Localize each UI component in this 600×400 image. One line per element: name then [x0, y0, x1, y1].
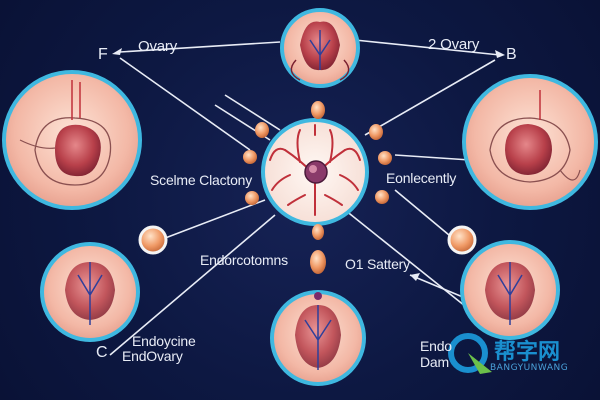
label-bottom-right-line1: Endo: [420, 338, 452, 354]
label-top-right-letter: B: [506, 46, 517, 63]
ovary-circle-bottom-center: [270, 290, 366, 386]
label-bottom-left-letter: C: [96, 344, 108, 361]
connector-line: [364, 59, 496, 136]
label-center-left: Scelme Clactony: [150, 172, 253, 188]
connector-lines: [109, 39, 501, 356]
label-center-right: Eonlecently: [386, 170, 457, 186]
connector-line: [409, 274, 471, 301]
arrow-icon: [112, 48, 122, 55]
ovary-circle-top: [280, 8, 360, 88]
node: [312, 224, 324, 240]
label-top-left-letter: F: [98, 46, 108, 63]
label-lower-right: O1 Sattery: [345, 256, 410, 272]
connector-line: [119, 41, 281, 53]
label-top-right-ovary: 2 Ovary: [428, 36, 480, 53]
connector-nodes: [138, 101, 477, 274]
ovary-circle-right: [462, 74, 598, 210]
node: [138, 225, 168, 255]
arrow-icon: [495, 50, 505, 58]
connector-line: [109, 214, 276, 356]
ovary-circle-bottom-right: [460, 240, 560, 340]
label-bottom-left-line1: Endoycine: [132, 333, 196, 349]
connector-line: [354, 39, 501, 56]
node: [375, 190, 389, 204]
watermark-latin-text: BANGYUNWANG: [490, 363, 569, 373]
node: [255, 122, 269, 138]
connector-line: [394, 189, 456, 241]
node: [369, 124, 383, 140]
connector-line: [394, 154, 471, 161]
connector-line: [159, 199, 266, 241]
node: [310, 250, 326, 274]
node: [447, 225, 477, 255]
label-bottom-left-line2: EndOvary: [122, 348, 183, 364]
node: [311, 101, 325, 119]
label-top-left-ovary: Ovary: [138, 38, 178, 55]
connector-line: [224, 94, 281, 131]
node: [378, 151, 392, 165]
connector-line: [344, 209, 471, 311]
node: [245, 191, 259, 205]
ovary-circle-bottom-left: [40, 242, 140, 342]
center-vascular-circle: [261, 118, 369, 226]
arrow-icon: [410, 273, 420, 281]
label-lower-left: Endorcotomns: [200, 252, 288, 268]
connector-line: [119, 57, 251, 151]
watermark-logo-icon: [448, 333, 492, 374]
label-bottom-right-line2: Dam: [420, 354, 449, 370]
ovary-circle-left: [2, 70, 142, 210]
node: [243, 150, 257, 164]
arrow-heads: [112, 48, 505, 281]
watermark-cn-text: 帮字网: [494, 340, 561, 365]
